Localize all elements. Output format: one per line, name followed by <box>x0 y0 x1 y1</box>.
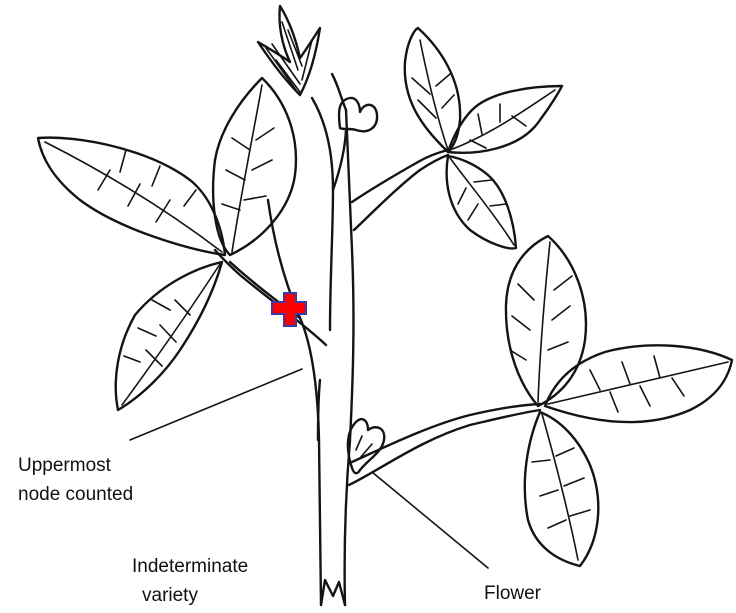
indeterminate-variety-label: Indeterminate variety <box>132 552 248 610</box>
left-leaflet-upper-right <box>213 78 296 255</box>
left-leaflet-lower <box>116 262 222 410</box>
upper-stem <box>312 74 346 330</box>
lower-right-leaflet-right <box>545 345 732 422</box>
flower-leader-line <box>372 472 488 568</box>
upper-right-leaflet-bottom <box>447 156 516 248</box>
indeterminate-variety-label-line2: variety <box>132 581 248 610</box>
left-leaflet-upper-left <box>38 138 225 255</box>
main-stem <box>268 110 353 605</box>
upper-right-leaflet-top <box>405 28 460 152</box>
uppermost-node-label: Uppermost node counted <box>18 451 133 509</box>
lower-right-leaflet-bottom <box>525 412 599 566</box>
indeterminate-variety-label-line1: Indeterminate <box>132 552 248 581</box>
lower-right-branch <box>349 404 540 485</box>
flower-label: Flower <box>484 579 541 608</box>
terminal-bud <box>258 6 320 95</box>
upper-bud <box>339 98 377 131</box>
uppermost-node-label-line2: node counted <box>18 480 133 509</box>
lower-right-leaflet-top <box>506 236 586 406</box>
uppermost-node-label-line1: Uppermost <box>18 451 133 480</box>
left-petiole <box>215 250 326 345</box>
upper-right-leaflet-right <box>448 86 562 153</box>
flower <box>348 419 384 473</box>
upper-right-branch <box>352 150 448 230</box>
